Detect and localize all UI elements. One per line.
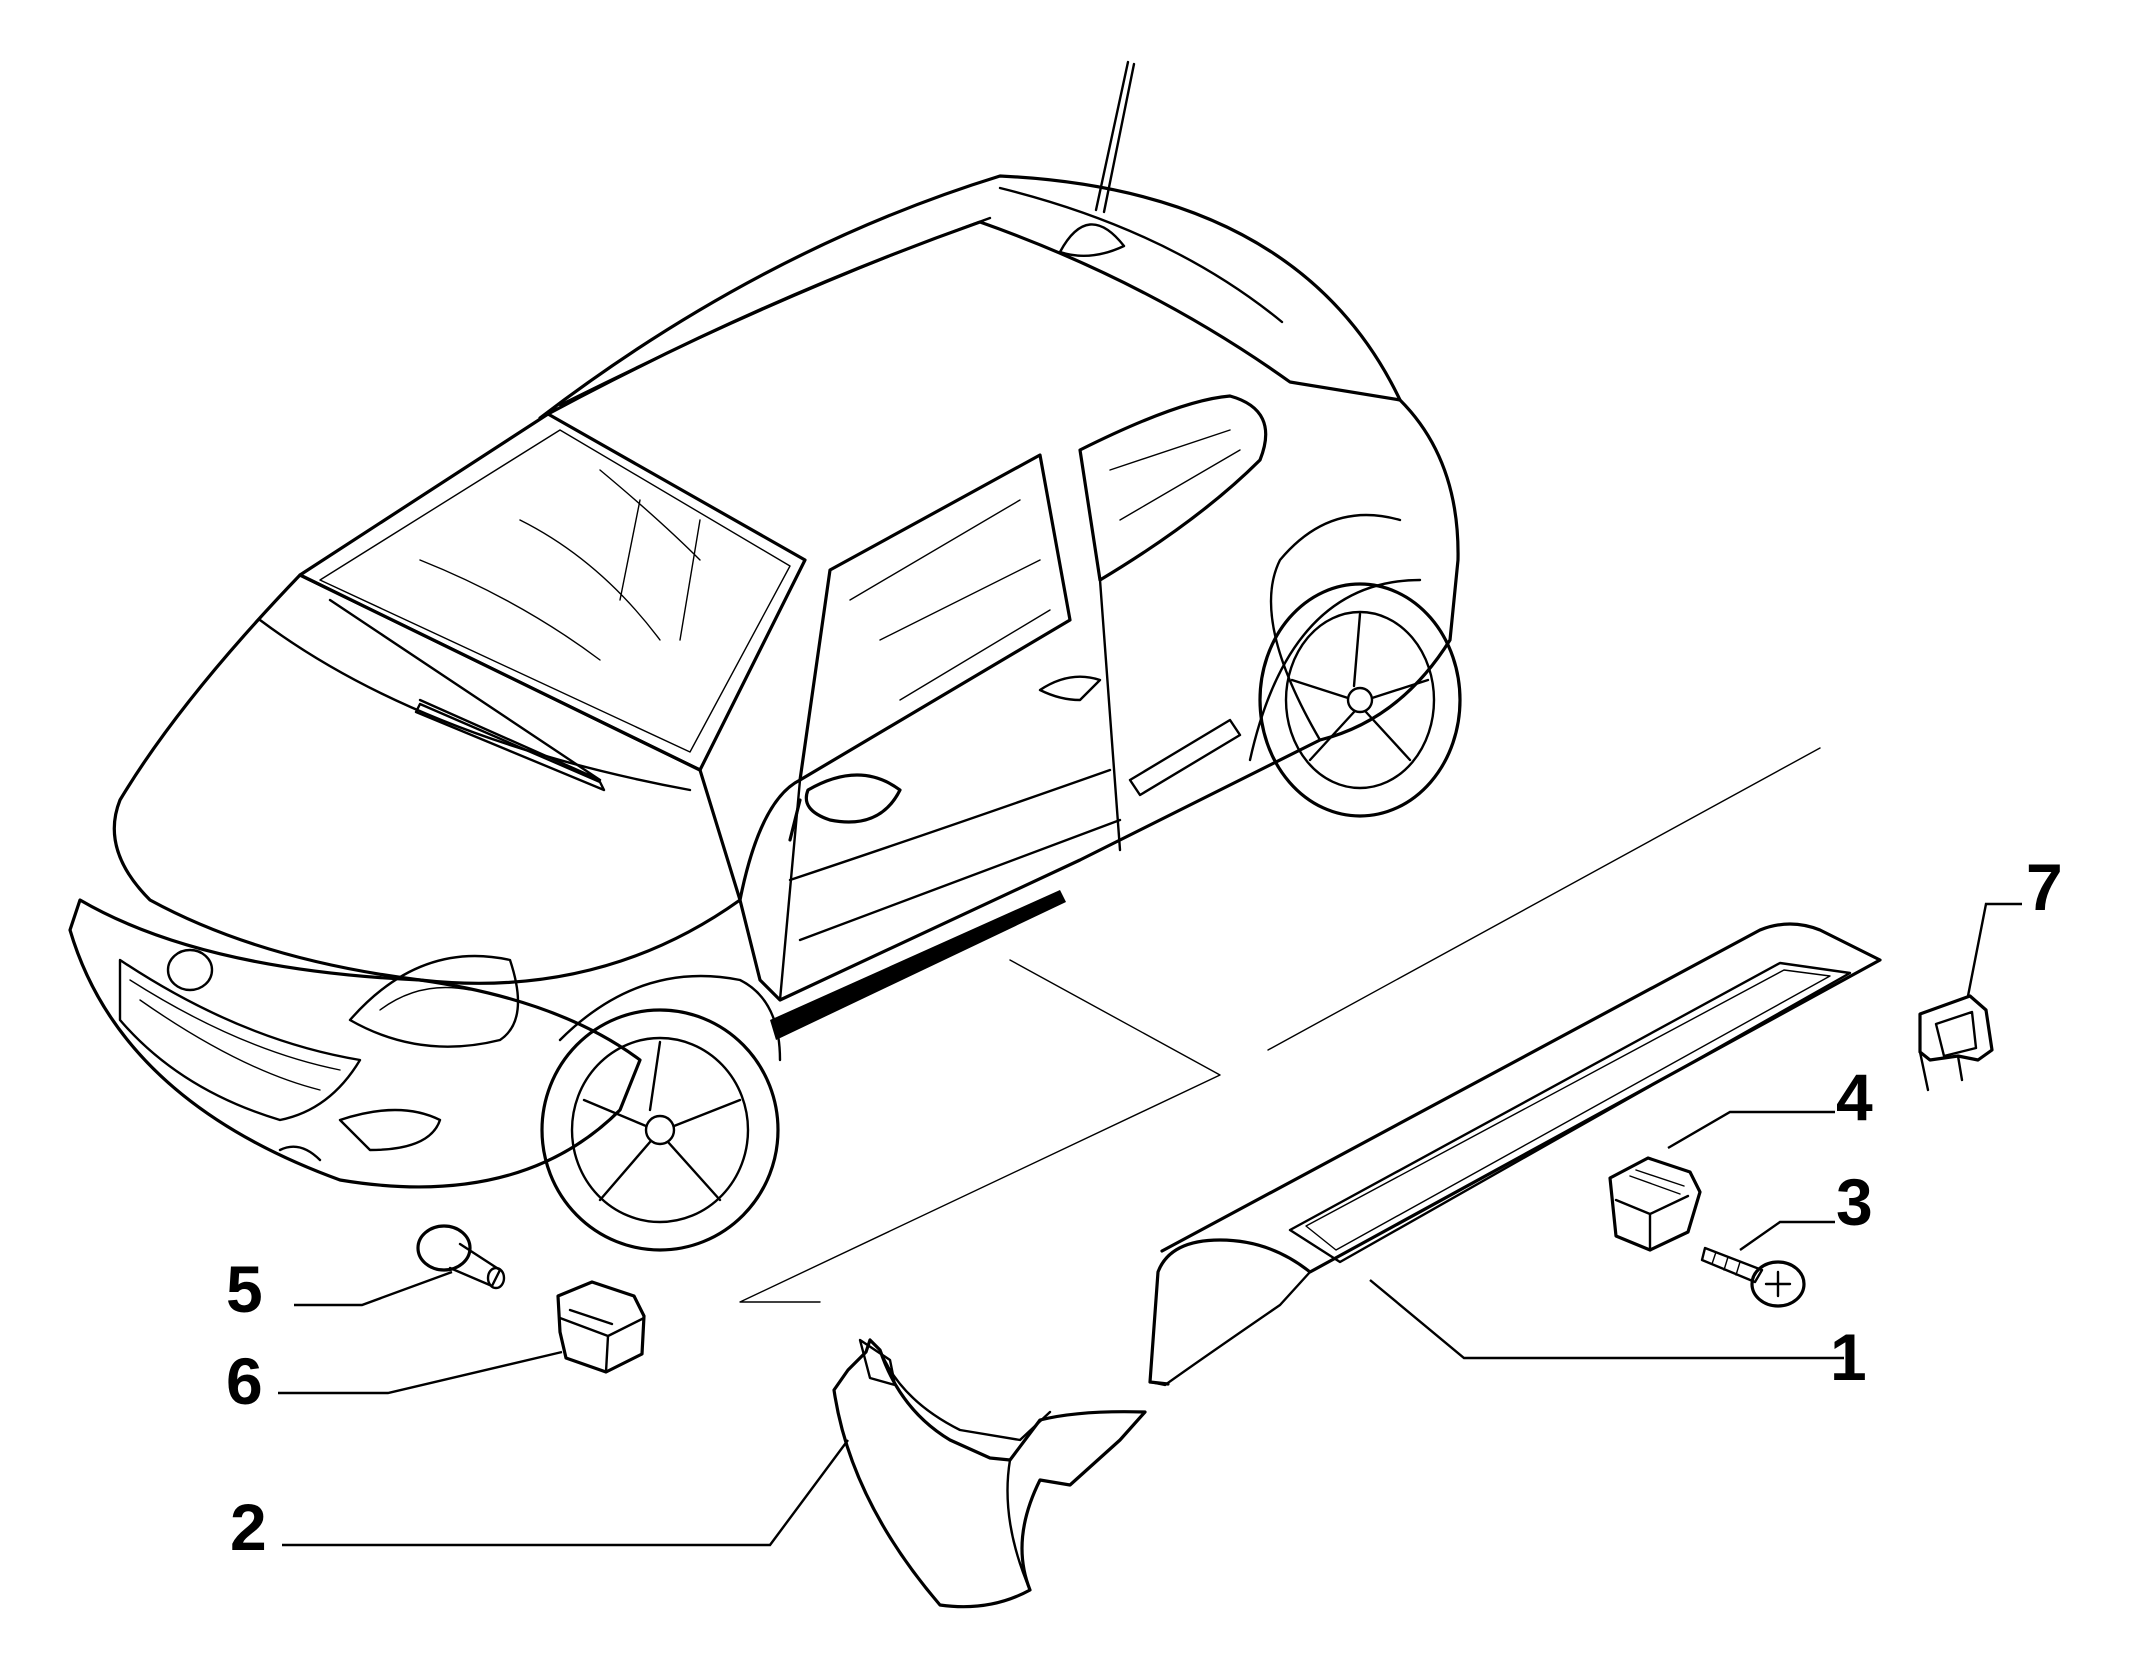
leader-6 [278, 1350, 563, 1395]
side-sill-highlight [770, 890, 1066, 1040]
body-side [738, 398, 1460, 1002]
part-6-buffer [556, 1280, 646, 1374]
rear-wheel [1258, 582, 1462, 818]
leader-2 [282, 1439, 849, 1547]
callout-numbers: 1 2 3 4 5 6 7 [226, 850, 2063, 1564]
front-side-window [798, 453, 1072, 782]
leader-lines [278, 902, 2022, 1547]
front-wheel [540, 1008, 780, 1252]
callout-7: 7 [2026, 850, 2063, 924]
part-4-clip [1608, 1156, 1702, 1252]
callout-1: 1 [1830, 1320, 1867, 1394]
front-bumper [68, 898, 642, 1189]
car-illustration [68, 60, 1462, 1252]
projection-lines [739, 747, 1821, 1303]
windshield [298, 412, 807, 772]
leader-5 [294, 1270, 453, 1307]
callout-3: 3 [1836, 1165, 1873, 1239]
door-outline [778, 578, 1122, 1002]
leader-1 [1369, 1279, 1844, 1360]
callout-5: 5 [226, 1252, 263, 1326]
front-grille [118, 958, 362, 1122]
headlight [348, 954, 520, 1048]
part-1-sill-moulding [1148, 922, 1882, 1387]
callout-2: 2 [230, 1490, 267, 1564]
side-mirror [788, 773, 902, 842]
leader-3 [1739, 1220, 1835, 1251]
brand-badge [166, 948, 214, 992]
part-7-bracket [1918, 994, 1994, 1092]
callout-4: 4 [1836, 1060, 1873, 1134]
hood [112, 573, 742, 985]
leader-7 [1966, 902, 2022, 997]
part-2-mud-flap [832, 1338, 1147, 1609]
leader-4 [1667, 1110, 1835, 1150]
roof-outline [538, 174, 1402, 420]
part-3-screw [1700, 1246, 1806, 1308]
part-5-bolt [416, 1224, 506, 1290]
callout-6: 6 [226, 1344, 263, 1418]
rear-side-window [1078, 394, 1268, 582]
